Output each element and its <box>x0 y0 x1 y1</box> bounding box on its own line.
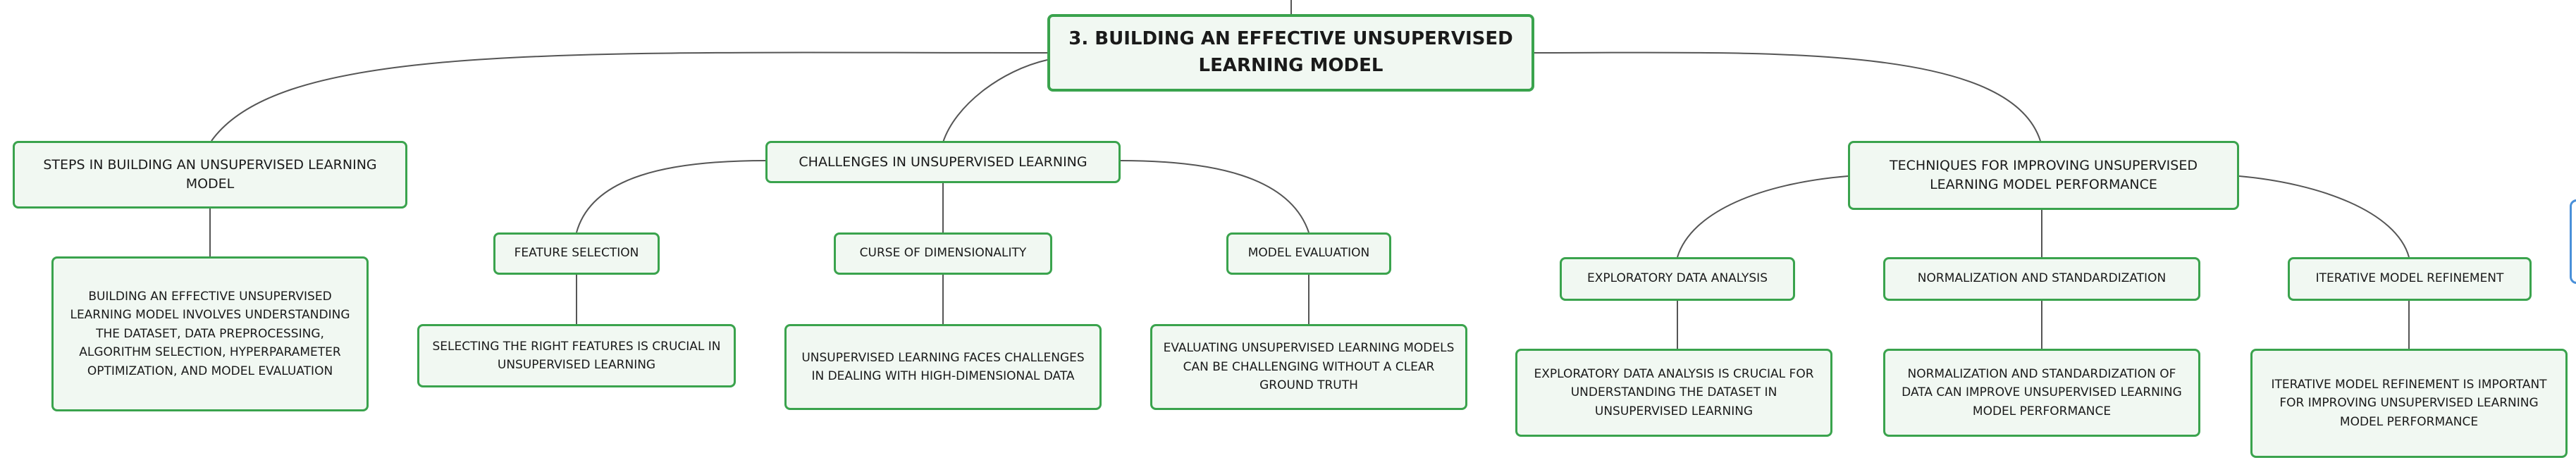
connector-techniques-eda <box>1677 175 1849 258</box>
node-techniques[interactable]: TECHNIQUES FOR IMPROVING UNSUPERVISED LE… <box>1848 141 2239 210</box>
root-node-label: 3. BUILDING AN EFFECTIVE UNSUPERVISED LE… <box>1068 28 1513 76</box>
node-model-evaluation[interactable]: MODEL EVALUATION <box>1226 232 1391 275</box>
node-feature-selection[interactable]: FEATURE SELECTION <box>493 232 660 275</box>
node-normalization-and-standardization[interactable]: NORMALIZATION AND STANDARDIZATION <box>1883 257 2200 301</box>
node-model-evaluation-detail[interactable]: EVALUATING UNSUPERVISED LEARNING MODELS … <box>1150 324 1467 410</box>
connector-challenges-feature <box>576 160 766 233</box>
node-curse-of-dimensionality[interactable]: CURSE OF DIMENSIONALITY <box>834 232 1052 275</box>
connector-root-techniques <box>1534 51 2041 142</box>
node-exploratory-data-analysis[interactable]: EXPLORATORY DATA ANALYSIS <box>1560 257 1795 301</box>
node-normalization-and-standardization-label: NORMALIZATION AND STANDARDIZATION <box>1917 271 2167 286</box>
node-exploratory-data-analysis-label: EXPLORATORY DATA ANALYSIS <box>1587 271 1768 286</box>
connector-challenges-evaluation <box>1120 160 1309 233</box>
node-model-evaluation-label: MODEL EVALUATION <box>1247 246 1370 261</box>
node-feature-selection-label: FEATURE SELECTION <box>514 246 639 261</box>
root-node[interactable]: 3. BUILDING AN EFFECTIVE UNSUPERVISED LE… <box>1047 14 1534 92</box>
node-curse-of-dimensionality-detail-text: UNSUPERVISED LEARNING FACES CHALLENGES I… <box>801 350 1085 383</box>
node-exploratory-data-analysis-detail[interactable]: EXPLORATORY DATA ANALYSIS IS CRUCIAL FOR… <box>1515 349 1832 437</box>
connector-techniques-iterative <box>2238 175 2410 258</box>
node-challenges-label: CHALLENGES IN UNSUPERVISED LEARNING <box>799 154 1087 170</box>
offscreen-node-edge[interactable] <box>2570 199 2576 284</box>
node-steps-detail-text: BUILDING AN EFFECTIVE UNSUPERVISED LEARN… <box>70 290 350 378</box>
node-curse-of-dimensionality-detail[interactable]: UNSUPERVISED LEARNING FACES CHALLENGES I… <box>784 324 1102 410</box>
node-feature-selection-detail[interactable]: SELECTING THE RIGHT FEATURES IS CRUCIAL … <box>417 324 736 387</box>
node-normalization-and-standardization-detail[interactable]: NORMALIZATION AND STANDARDIZATION OF DAT… <box>1883 349 2200 437</box>
node-feature-selection-detail-text: SELECTING THE RIGHT FEATURES IS CRUCIAL … <box>432 339 721 372</box>
node-steps-label: STEPS IN BUILDING AN UNSUPERVISED LEARNI… <box>43 157 377 192</box>
node-steps-detail[interactable]: BUILDING AN EFFECTIVE UNSUPERVISED LEARN… <box>51 256 369 411</box>
connector-root-steps <box>211 51 1048 142</box>
node-steps[interactable]: STEPS IN BUILDING AN UNSUPERVISED LEARNI… <box>13 141 407 209</box>
node-techniques-label: TECHNIQUES FOR IMPROVING UNSUPERVISED LE… <box>1890 158 2198 192</box>
node-normalization-and-standardization-detail-text: NORMALIZATION AND STANDARDIZATION OF DAT… <box>1902 366 2182 418</box>
node-curse-of-dimensionality-label: CURSE OF DIMENSIONALITY <box>859 246 1027 261</box>
connector-root-challenges <box>942 59 1048 143</box>
node-iterative-model-refinement-detail[interactable]: ITERATIVE MODEL REFINEMENT IS IMPORTANT … <box>2250 349 2568 458</box>
node-challenges[interactable]: CHALLENGES IN UNSUPERVISED LEARNING <box>765 141 1121 183</box>
node-exploratory-data-analysis-detail-text: EXPLORATORY DATA ANALYSIS IS CRUCIAL FOR… <box>1534 366 1814 418</box>
node-iterative-model-refinement-detail-text: ITERATIVE MODEL REFINEMENT IS IMPORTANT … <box>2271 377 2547 429</box>
node-iterative-model-refinement-label: ITERATIVE MODEL REFINEMENT <box>2315 271 2504 286</box>
node-model-evaluation-detail-text: EVALUATING UNSUPERVISED LEARNING MODELS … <box>1163 341 1455 393</box>
node-iterative-model-refinement[interactable]: ITERATIVE MODEL REFINEMENT <box>2288 257 2532 301</box>
